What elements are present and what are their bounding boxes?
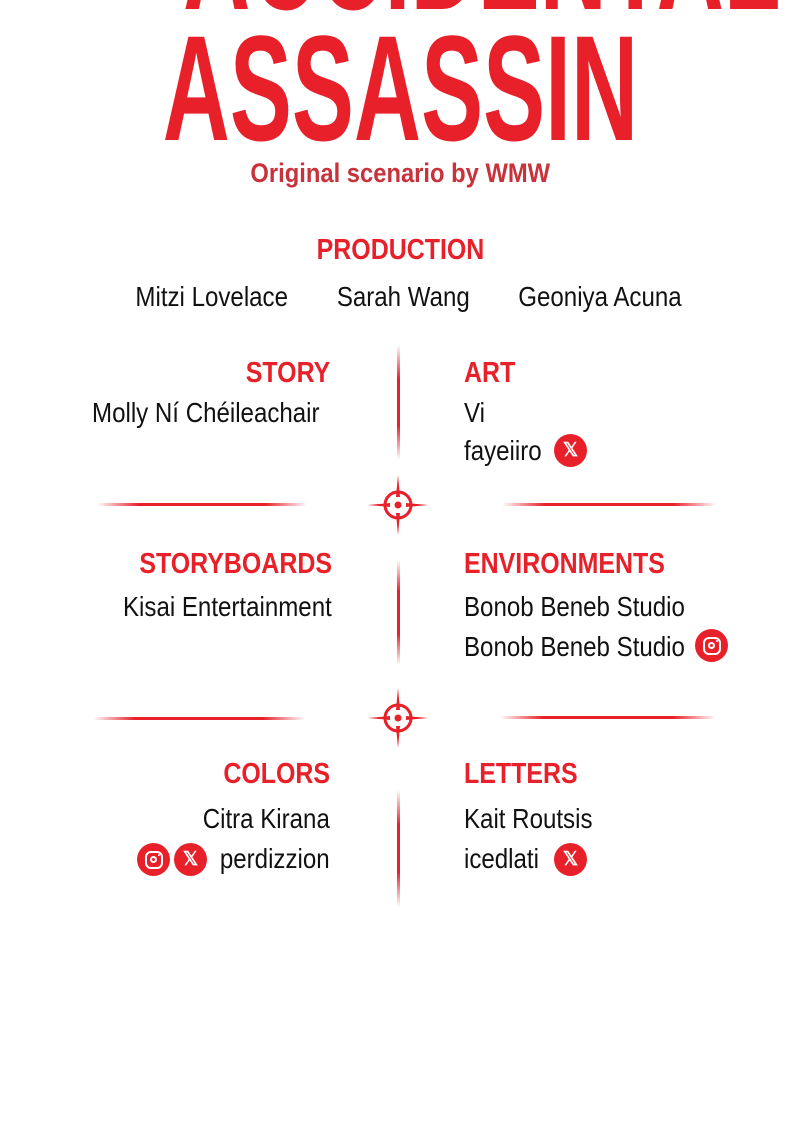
- environments-name: Bonob Beneb Studio: [464, 631, 685, 662]
- production-name: Sarah Wang: [336, 281, 470, 312]
- letters-heading: LETTERS: [464, 758, 578, 790]
- crosshair-icon: [368, 688, 428, 748]
- storyboards-heading: STORYBOARDS: [139, 548, 332, 580]
- letters-name: Kait Routsis: [464, 803, 593, 834]
- art-name: fayeiiro: [464, 435, 542, 466]
- divider-horizontal: [97, 503, 307, 506]
- colors-name: perdizzion: [220, 843, 330, 874]
- story-name: Molly Ní Chéileachair: [92, 397, 320, 428]
- environments-heading: ENVIRONMENTS: [464, 548, 665, 580]
- divider-horizontal: [500, 716, 716, 719]
- storyboards-name: Kisai Entertainment: [123, 591, 332, 622]
- art-name: Vi: [464, 397, 485, 428]
- title-line-1: ACCIDENTAL: [0, 0, 800, 32]
- divider-vertical: [397, 560, 400, 665]
- instagram-icon[interactable]: [695, 629, 728, 662]
- environments-name: Bonob Beneb Studio: [464, 591, 685, 622]
- divider-vertical: [397, 790, 400, 907]
- colors-heading: COLORS: [223, 758, 330, 790]
- divider-horizontal: [502, 503, 716, 506]
- letters-name: icedlati: [464, 843, 539, 874]
- colors-name: Citra Kirana: [202, 803, 330, 834]
- art-heading: ART: [464, 357, 516, 389]
- x-icon[interactable]: 𝕏: [554, 843, 587, 876]
- title-line-2: ASSASSIN: [162, 4, 638, 172]
- divider-vertical: [397, 345, 400, 460]
- x-icon[interactable]: 𝕏: [554, 434, 587, 467]
- x-icon[interactable]: 𝕏: [174, 843, 207, 876]
- production-name: Geoniya Acuna: [518, 281, 682, 312]
- production-heading: PRODUCTION: [316, 234, 484, 266]
- subtitle: Original scenario by WMW: [250, 158, 550, 188]
- instagram-icon[interactable]: [137, 843, 170, 876]
- divider-horizontal: [93, 717, 305, 720]
- story-heading: STORY: [245, 357, 330, 389]
- crosshair-icon: [368, 475, 428, 535]
- production-name: Mitzi Lovelace: [135, 281, 289, 312]
